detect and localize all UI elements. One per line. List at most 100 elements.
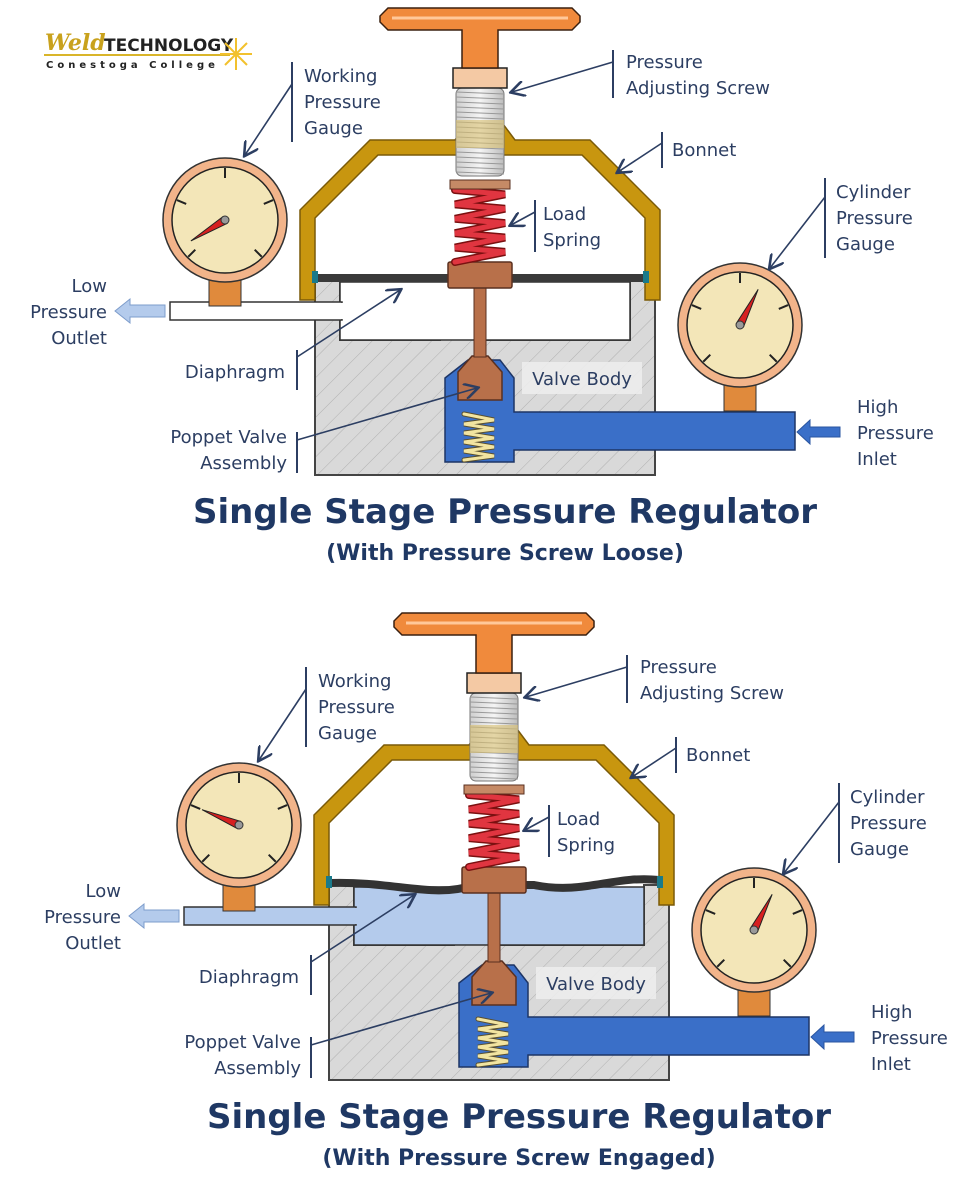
label-poppet-valve-line: Assembly (214, 1058, 301, 1079)
screw-thread (469, 696, 519, 700)
screw-thread (455, 166, 505, 170)
gauge-tick (716, 958, 726, 968)
low-pressure-outlet-pipe (183, 906, 357, 926)
label-adjusting-screw-line: Adjusting Screw (626, 78, 770, 99)
label-cylinder-gauge-line: Cylinder (836, 182, 911, 203)
leader-cylinder-gauge (770, 178, 826, 268)
valve-body-label: Valve Body (532, 369, 632, 390)
cylinder-pressure-gauge (691, 867, 817, 1017)
gauge-tick (263, 199, 274, 205)
poppet-stem (473, 284, 487, 358)
label-load-spring-line: Load (543, 204, 586, 225)
leader-working-gauge (245, 62, 293, 155)
diagram-screw-loose: Valve BodyWorkingPressureGaugePressureAd… (30, 7, 934, 566)
leader-bonnet (618, 132, 663, 172)
label-high-pressure-inlet-line: High (857, 397, 898, 418)
screw-collar (466, 672, 522, 694)
leader-diaphragm (310, 895, 414, 995)
label-working-gauge-line: Pressure (304, 92, 381, 113)
gauge-tick (187, 248, 197, 258)
leader-arrow (632, 747, 677, 777)
label-poppet-valve-line: Assembly (200, 453, 287, 474)
leader-arrow (296, 290, 400, 358)
leader-arrow (512, 61, 614, 92)
gauge-tick (705, 909, 716, 915)
bonnet (313, 724, 675, 906)
label-working-gauge-line: Gauge (318, 723, 377, 744)
screw-thread (469, 706, 519, 710)
gauge-tick (253, 248, 263, 258)
leader-bonnet (632, 737, 677, 777)
diaphragm-plate (461, 866, 527, 894)
diagram-body: Valve BodyWorkingPressureGaugePressureAd… (30, 7, 934, 566)
working-pressure-gauge (176, 762, 302, 912)
outlet-arrow-icon (114, 297, 166, 325)
diagram-title: Single Stage Pressure Regulator (207, 1097, 831, 1137)
label-low-pressure-outlet-line: Pressure (44, 907, 121, 928)
leader-diaphragm (296, 290, 400, 390)
screw-thread (469, 711, 519, 715)
bonnet (299, 119, 661, 301)
label-working-gauge-line: Gauge (304, 118, 363, 139)
screw-thread (455, 106, 505, 110)
screw-thread (469, 761, 519, 765)
gauge-tick (190, 804, 201, 810)
label-cylinder-gauge-line: Pressure (836, 208, 913, 229)
label-diaphragm: Diaphragm (185, 362, 285, 383)
gauge-tick (702, 353, 712, 363)
gauge-tick (792, 909, 803, 915)
label-load-spring-line: Load (557, 809, 600, 830)
outlet-arrow-icon (128, 902, 180, 930)
seal-left (326, 876, 332, 888)
t-handle (379, 7, 581, 69)
label-high-pressure-inlet-line: Inlet (857, 449, 897, 470)
leader-working-gauge (259, 667, 307, 760)
screw-thread (469, 721, 519, 725)
leader-arrow (259, 688, 307, 760)
screw-thread (455, 151, 505, 155)
screw-thread (469, 776, 519, 780)
poppet-stem (487, 889, 501, 963)
t-handle (393, 612, 595, 674)
gauge-pivot (749, 925, 759, 935)
cylinder-pressure-gauge (677, 262, 803, 412)
label-poppet-valve-line: Poppet Valve (170, 427, 287, 448)
screw-engaged-threads (456, 120, 504, 148)
screw-thread (455, 161, 505, 165)
screw-thread (469, 766, 519, 770)
leader-arrow (618, 142, 663, 172)
diaphragm-plate (447, 261, 513, 289)
screw-collar (452, 67, 508, 89)
leader-arrow (310, 895, 414, 963)
screw-thread (455, 171, 505, 175)
label-cylinder-gauge-line: Pressure (850, 813, 927, 834)
seal-right (657, 876, 663, 888)
label-load-spring-line: Spring (543, 230, 601, 251)
leader-arrow (770, 196, 826, 268)
label-working-gauge-line: Pressure (318, 697, 395, 718)
label-high-pressure-inlet-line: Pressure (871, 1028, 948, 1049)
load-spring (452, 187, 506, 265)
diagram-subtitle: (With Pressure Screw Engaged) (322, 1146, 715, 1171)
gauge-tick (267, 853, 277, 863)
spark-icon (220, 38, 252, 70)
label-low-pressure-outlet-line: Outlet (65, 933, 121, 954)
poppet-spring (476, 1017, 509, 1067)
label-diaphragm-line: Diaphragm (185, 362, 285, 383)
screw-thread (469, 716, 519, 720)
label-working-gauge-line: Working (318, 671, 391, 692)
label-bonnet-line: Bonnet (686, 745, 750, 766)
label-adjusting-screw-line: Adjusting Screw (640, 683, 784, 704)
label-cylinder-gauge-line: Gauge (836, 234, 895, 255)
outlet-joint (344, 908, 358, 924)
leader-arrow (296, 388, 477, 441)
